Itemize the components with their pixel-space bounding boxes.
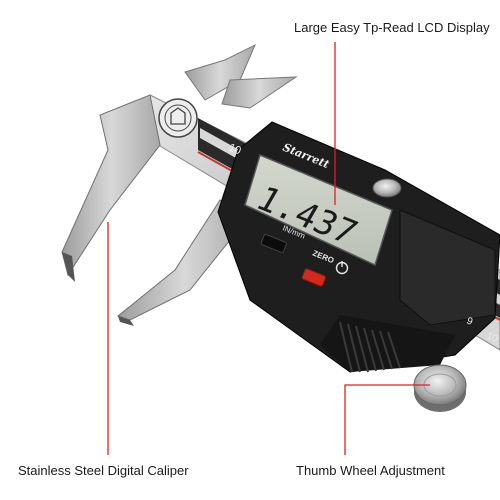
thumb-wheel[interactable]	[413, 364, 467, 412]
callout-caliper: Stainless Steel Digital Caliper	[18, 463, 189, 478]
callout-lcd-display: Large Easy Tp-Read LCD Display	[294, 20, 490, 35]
grip-ridges	[339, 321, 401, 373]
upper-jaws	[184, 43, 298, 109]
scale-number-right-10: 10	[485, 331, 500, 346]
fixed-jaw	[61, 94, 161, 282]
callout-lines	[107, 42, 430, 455]
callout-thumb-wheel: Thumb Wheel Adjustment	[296, 463, 445, 478]
brand-logo-disc	[158, 98, 198, 138]
locking-screw[interactable]	[372, 178, 402, 198]
scale-number-left: 10	[227, 142, 243, 158]
scale-number-right-9: 9	[465, 316, 475, 328]
zero-button[interactable]	[301, 268, 327, 287]
power-icon	[335, 261, 349, 275]
unit-toggle-button[interactable]	[260, 233, 287, 253]
lcd-screen	[244, 153, 393, 267]
callout-line-wheel	[344, 384, 430, 455]
